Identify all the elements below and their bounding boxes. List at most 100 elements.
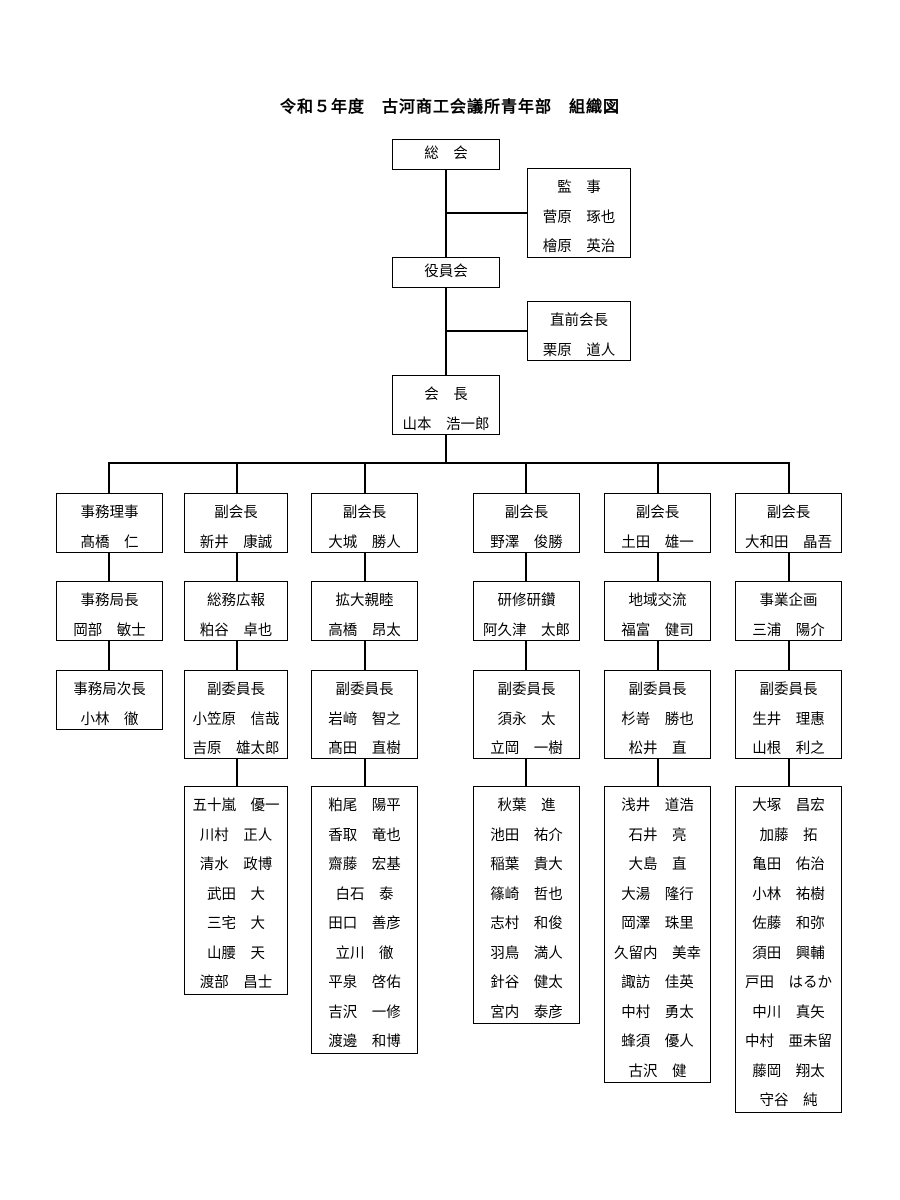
board-meeting-box: 役員会 xyxy=(392,257,500,288)
box-line: 髙田 直樹 xyxy=(328,741,401,757)
vice-chair-box: 副委員長 岩﨑 智之 髙田 直樹 xyxy=(311,670,418,759)
members-box: 五十嵐 優一 川村 正人 清水 政博 武田 大 三宅 大 山腰 天 渡部 昌士 xyxy=(184,786,288,995)
connector-line xyxy=(108,462,110,493)
box-line: 岩﨑 智之 xyxy=(328,711,401,728)
connector-line xyxy=(525,641,527,670)
box-line: 副会長 xyxy=(635,505,680,521)
members-box: 秋葉 進 池田 祐介 稲葉 貴大 篠崎 哲也 志村 和俊 羽鳥 満人 針谷 健太… xyxy=(473,786,580,1024)
connector-line xyxy=(108,553,110,581)
committee-box: 総務広報 粕谷 卓也 xyxy=(184,581,288,641)
member-name: 藤岡 翔太 xyxy=(752,1063,825,1080)
box-line: 福富 健司 xyxy=(621,622,694,639)
box-line: 監 事 xyxy=(557,180,601,196)
member-name: 五十嵐 優一 xyxy=(192,798,280,814)
box-line: 新井 康誠 xyxy=(199,534,273,551)
connector-line xyxy=(657,759,659,786)
connector-line xyxy=(108,641,110,670)
member-name: 須田 興輔 xyxy=(752,945,825,962)
box-line: 吉原 雄太郎 xyxy=(192,741,280,757)
box-line: 大和田 晶吾 xyxy=(745,534,832,551)
box-line: 小林 徹 xyxy=(80,711,139,728)
member-name: 齋藤 宏基 xyxy=(328,857,401,873)
box-line: 小笠原 信哉 xyxy=(192,711,280,728)
page-title: 令和５年度 古河商工会議所青年部 組織図 xyxy=(279,97,620,116)
member-name: 諏訪 佳英 xyxy=(621,975,694,991)
box-line: 地域交流 xyxy=(628,593,687,609)
connector-line xyxy=(657,641,659,670)
member-name: 粕尾 陽平 xyxy=(328,798,401,814)
connector-line xyxy=(788,553,790,581)
box-line: 副委員長 xyxy=(335,682,394,698)
committee-box: 研修研鑽 阿久津 太郎 xyxy=(473,581,580,641)
box-line: 総務広報 xyxy=(207,593,265,609)
vice-chair-box: 副委員長 小笠原 信哉 吉原 雄太郎 xyxy=(184,670,288,759)
member-name: 針谷 健太 xyxy=(490,975,563,991)
vice-chair-box: 副委員長 杉嵜 勝也 松井 直 xyxy=(604,670,711,759)
member-name: 守谷 純 xyxy=(759,1093,818,1109)
member-name: 岡澤 珠里 xyxy=(621,916,694,932)
member-name: 香取 竜也 xyxy=(328,827,401,844)
box-line: 杉嵜 勝也 xyxy=(621,711,694,728)
box-line: 直前会長 xyxy=(550,313,608,329)
president-box: 会 長 山本 浩一郎 xyxy=(392,375,500,435)
connector-line xyxy=(445,212,528,214)
box-line: 会 長 xyxy=(424,387,468,403)
box-line: 髙橋 仁 xyxy=(80,534,139,551)
box-line: 副委員長 xyxy=(628,682,687,698)
committee-box: 拡大親睦 高橋 昂太 xyxy=(311,581,418,641)
connector-line xyxy=(525,462,527,493)
vice-chair-box: 副委員長 生井 理惠 山根 利之 xyxy=(735,670,842,759)
connector-line xyxy=(657,462,659,493)
box-line: 事業企画 xyxy=(759,593,818,609)
committee-box: 地域交流 福富 健司 xyxy=(604,581,711,641)
connector-line xyxy=(236,462,238,493)
connector-line xyxy=(525,553,527,581)
box-line: 副会長 xyxy=(766,505,811,521)
box-line: 須永 太 xyxy=(497,711,556,728)
member-name: 亀田 佑治 xyxy=(752,857,825,873)
box-line: 岡部 敏士 xyxy=(73,622,146,639)
member-name: 吉沢 一修 xyxy=(328,1004,401,1021)
member-name: 蜂須 優人 xyxy=(621,1034,694,1050)
box-line: 立岡 一樹 xyxy=(490,741,563,757)
member-name: 山腰 天 xyxy=(207,945,265,962)
member-name: 宮内 泰彦 xyxy=(490,1004,563,1021)
member-name: 渡邊 和博 xyxy=(328,1034,401,1050)
box-line: 三浦 陽介 xyxy=(752,622,825,639)
member-name: 久留内 美幸 xyxy=(614,945,701,962)
connector-line xyxy=(445,435,447,463)
general-assembly-box: 総 会 xyxy=(392,139,500,170)
box-line: 阿久津 太郎 xyxy=(483,622,570,639)
member-name: 古沢 健 xyxy=(628,1063,687,1080)
member-name: 戸田 はるか xyxy=(745,975,832,991)
box-line: 事務局次長 xyxy=(73,682,146,698)
connector-line xyxy=(236,641,238,670)
member-name: 立川 徹 xyxy=(335,945,394,962)
box-line: 高橋 昂太 xyxy=(328,622,401,639)
members-box: 大塚 昌宏 加藤 拓 亀田 佑治 小林 祐樹 佐藤 和弥 須田 興輔 戸田 はる… xyxy=(735,786,842,1113)
member-name: 渡部 昌士 xyxy=(199,975,273,991)
box-line: 事務理事 xyxy=(80,505,139,521)
box-line: 栗原 道人 xyxy=(542,342,616,359)
members-box: 粕尾 陽平 香取 竜也 齋藤 宏基 白石 泰 田口 善彦 立川 徹 平泉 啓佑 … xyxy=(311,786,418,1054)
connector-line xyxy=(788,641,790,670)
vice-president-box: 副会長 野澤 俊勝 xyxy=(473,493,580,553)
connector-line xyxy=(364,759,366,786)
connector-line xyxy=(445,330,528,332)
executive-director-box: 事務理事 髙橋 仁 xyxy=(56,493,163,553)
auditor-box: 監 事 菅原 琢也 檜原 英治 xyxy=(527,168,631,258)
member-name: 小林 祐樹 xyxy=(752,886,825,903)
member-name: 川村 正人 xyxy=(199,827,273,844)
box-line: 松井 直 xyxy=(628,741,687,757)
member-name: 羽鳥 満人 xyxy=(490,945,563,962)
member-name: 篠崎 哲也 xyxy=(490,886,563,903)
box-line: 副委員長 xyxy=(759,682,818,698)
vice-president-box: 副会長 土田 雄一 xyxy=(604,493,711,553)
connector-line xyxy=(236,553,238,581)
box-line: 山根 利之 xyxy=(752,741,825,757)
member-name: 秋葉 進 xyxy=(497,798,556,814)
box-line: 事務局長 xyxy=(80,593,139,609)
box-line: 生井 理惠 xyxy=(752,711,825,728)
members-box: 浅井 道浩 石井 亮 大島 直 大湯 隆行 岡澤 珠里 久留内 美幸 諏訪 佳英… xyxy=(604,786,711,1083)
member-name: 白石 泰 xyxy=(335,886,394,903)
